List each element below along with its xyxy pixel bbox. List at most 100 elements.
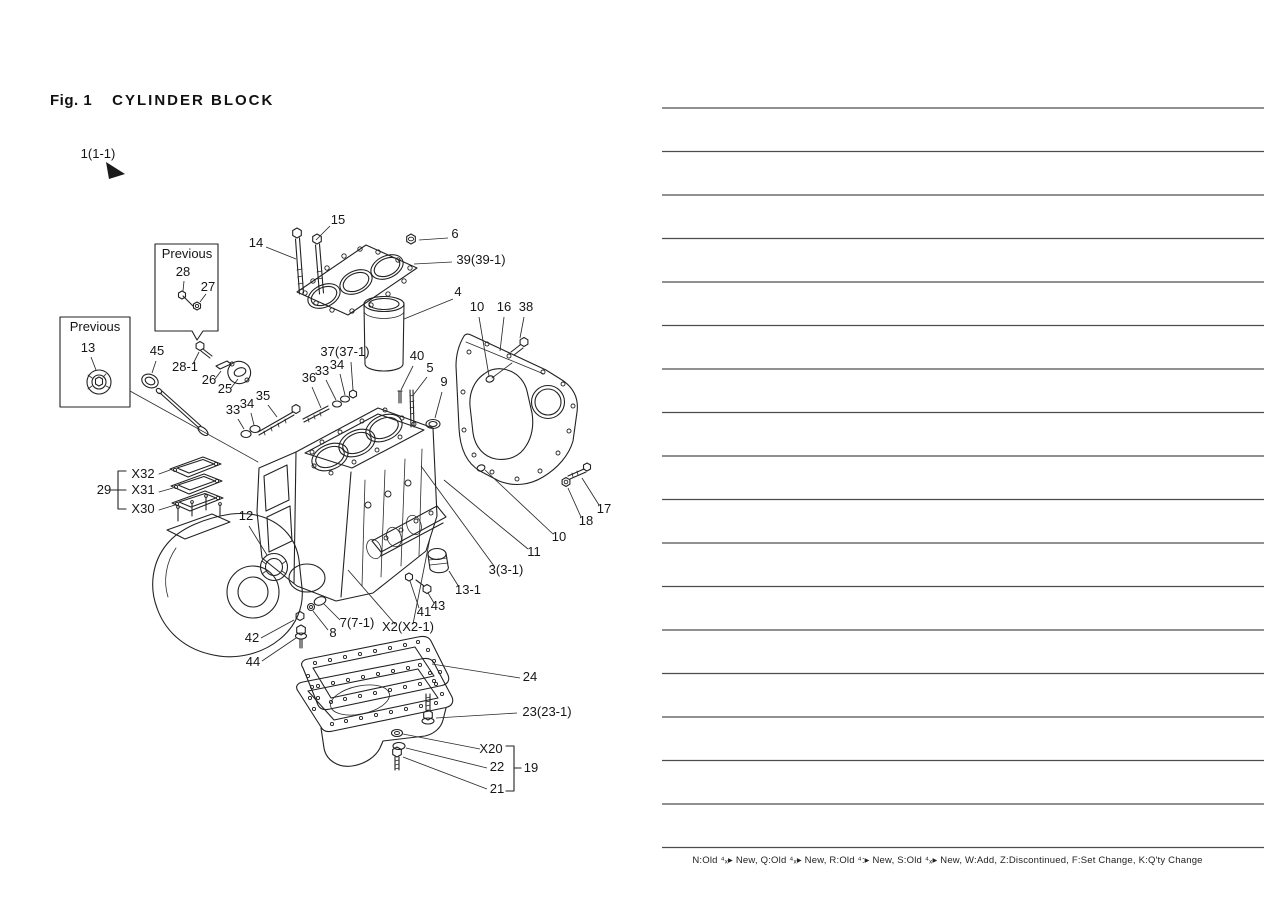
part-label-14: 14 [249,235,263,250]
timing-gear-case [152,513,303,658]
figure-header: Fig. 1 CYLINDER BLOCK [50,92,274,109]
part-label-21: 21 [490,781,504,796]
leader-line [323,603,341,621]
leader-line [260,619,295,639]
part-label-previous: Previous [70,319,121,334]
leader-line [151,360,157,374]
label-layer: 1(1-1)PreviousPrevious2827131514639(39-1… [70,146,612,796]
part-label-9: 9 [440,374,447,389]
previous-box-callout [154,243,219,341]
leader-line [265,246,297,260]
plate-fasteners [510,336,592,488]
leader-line [435,712,518,719]
rear-plate [455,333,578,486]
leader-line [402,756,488,790]
leader-line [199,293,207,303]
leader-line [427,592,435,604]
leader-line [230,378,239,389]
part-label-33: 33 [315,363,329,378]
part-label-42: 42 [245,630,259,645]
oil-pan [296,657,454,767]
front-oil-seal [259,552,289,582]
leader-line [431,663,521,679]
cylinder-liner [363,295,405,372]
part-label-17: 17 [597,501,611,516]
breather-fitting [195,340,252,385]
part-label-27: 27 [201,279,215,294]
part-label-13-1: 13-1 [455,582,481,597]
leader-line [448,570,460,588]
part-label-x30: X30 [131,501,154,516]
leader-line [311,386,322,409]
part-label-18: 18 [579,513,593,528]
leader-line [214,370,222,380]
ruled-notes-lines [662,107,1264,849]
leader-line [182,280,185,292]
leader-line [192,351,200,365]
head-bolts [292,227,416,295]
previous-box-plug [59,316,259,463]
part-label-10: 10 [552,529,566,544]
group-bracket-19 [505,745,522,792]
leader-line [248,525,268,556]
part-label-15: 15 [331,212,345,227]
page-title: CYLINDER BLOCK [112,92,275,109]
leader-line [567,487,582,518]
part-label-24: 24 [523,669,537,684]
leader-line [484,469,554,535]
part-label-4: 4 [454,284,461,299]
part-label-40: 40 [410,348,424,363]
leader-line [402,733,481,750]
part-label-12: 12 [239,508,253,523]
figure-ref-arrow [106,162,125,179]
part-label-x20: X20 [479,741,502,756]
leader-line [403,298,454,320]
part-label-29: 29 [97,482,111,497]
dipstick [141,373,209,437]
leader-line [325,379,337,401]
side-cover-plates [166,456,231,540]
part-label-x32: X32 [131,466,154,481]
pan-fasteners [390,693,435,771]
part-label-16: 16 [497,299,511,314]
part-label-3-3-1: 3(3-1) [489,562,524,577]
part-label-28-1: 28-1 [172,359,198,374]
leader-line [478,316,490,377]
part-label-45: 45 [150,343,164,358]
part-label-28: 28 [176,264,190,279]
leader-line [581,477,600,506]
part-label-11: 11 [527,544,541,559]
cylinder-block [240,389,449,649]
leader-line [347,569,396,625]
revision-legend: N:Old ⁴ₓ▸ New, Q:Old ⁴ₓ▸ New, R:Old ⁴:▸ … [692,855,1203,866]
leader-line [443,479,529,550]
part-label-19: 19 [524,760,538,775]
part-label-x2-x2-1: X2(X2-1) [382,619,434,634]
figure-number: Fig. 1 [50,92,93,109]
leader-line [434,391,443,419]
part-label-25: 25 [218,381,232,396]
part-label-34: 34 [330,357,344,372]
part-label-23-23-1: 23(23-1) [522,704,571,719]
leader-line [250,412,255,426]
leader-line [412,537,431,625]
head-gasket [296,244,418,316]
part-label-22: 22 [490,759,504,774]
leader-line [413,261,453,265]
part-label-36: 36 [302,370,316,385]
part-label-1-1-1: 1(1-1) [81,146,116,161]
part-label-41: 41 [417,604,431,619]
leader-line [413,376,428,395]
part-label-7-7-1: 7(7-1) [340,615,375,630]
part-label-37-37-1: 37(37-1) [320,344,369,359]
part-label-33: 33 [226,402,240,417]
part-label-35: 35 [256,388,270,403]
oil-pan-gasket [301,635,450,711]
leader-line [519,316,525,339]
leader-line [409,580,420,609]
part-label-6: 6 [451,226,458,241]
leader-line [339,373,346,396]
leader-line [405,747,488,769]
part-label-10: 10 [470,299,484,314]
part-label-x31: X31 [131,482,154,497]
